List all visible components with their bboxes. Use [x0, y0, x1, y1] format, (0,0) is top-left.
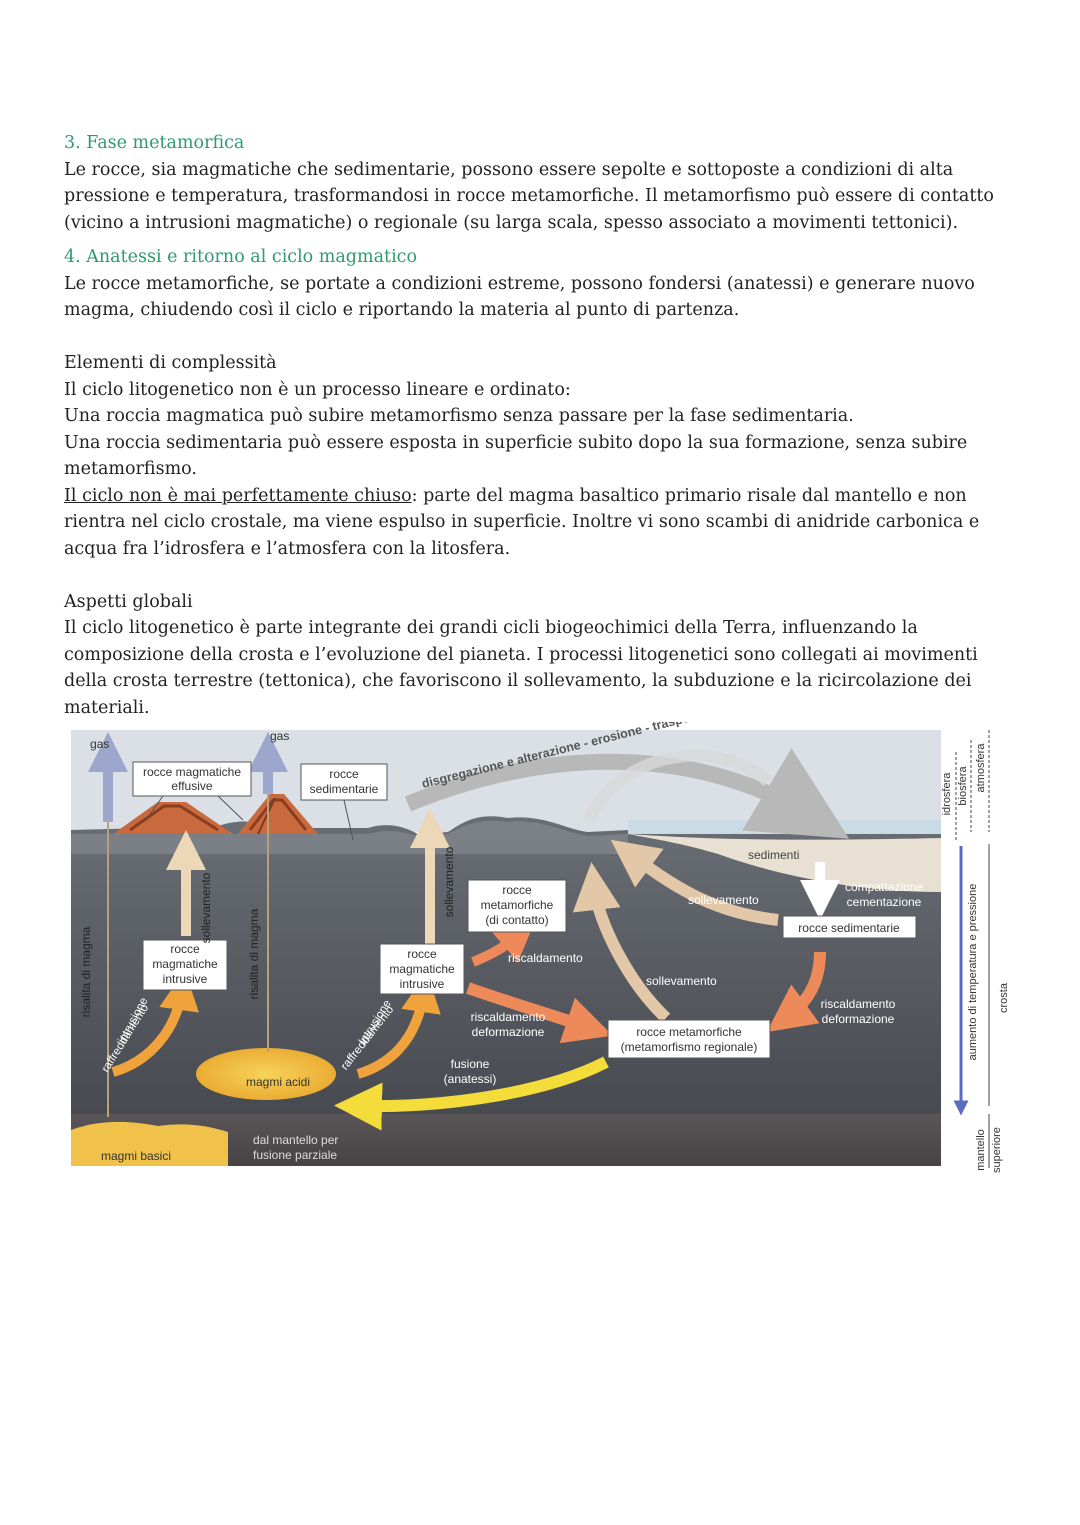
intrusive-mid-label-3: intrusive: [400, 977, 445, 991]
box-sedimentary-top: [300, 763, 388, 801]
contact-label-1: rocce: [502, 883, 532, 897]
complexity-line-2: Una roccia magmatica può subire metamorf…: [64, 406, 854, 426]
uplift-arrow-4: [572, 862, 671, 1023]
fusion-label-2: (anatessi): [444, 1072, 497, 1086]
complexity-rest: : parte del magma basaltico primario ris…: [64, 485, 980, 559]
sedimentary-top-label-2: sedimentarie: [310, 782, 379, 796]
heating-def-2a-label: riscaldamento: [821, 997, 896, 1011]
acid-magma-label: magmi acidi: [246, 1075, 310, 1089]
heating-def-1b-label: deformazione: [472, 1025, 545, 1039]
side-biosfera-label: biosfera: [957, 766, 969, 806]
box-intrusive-mid: [379, 943, 465, 995]
side-crosta-label: crosta: [998, 982, 1010, 1013]
side-atmosfera-label: atmosfera: [975, 743, 987, 793]
effusive-label-1: rocce magmatiche: [143, 765, 241, 779]
gas-label-right: gas: [270, 729, 289, 743]
uplift-arrow-3: [610, 839, 779, 926]
sea: [628, 820, 941, 834]
regional-label-1: rocce metamorfiche: [636, 1025, 742, 1039]
complexity-line-3: Una roccia sedimentaria può essere espos…: [64, 432, 968, 480]
magma-rising-label-1: risalita di magma: [79, 926, 93, 1017]
text-content: 3. Fase metamorfica Le rocce, sia magmat…: [64, 130, 1024, 721]
acid-magma-chamber: [196, 1048, 336, 1100]
sedimentary-rocks-label: rocce sedimentarie: [798, 921, 900, 935]
box-sedimentary-rocks: [782, 915, 917, 939]
global-title: Aspetti globali: [64, 591, 193, 612]
global-body: Il ciclo litogenetico è parte integrante…: [64, 618, 978, 718]
complexity-line-1: Il ciclo litogenetico non è un processo …: [64, 379, 571, 400]
heating-def-1a-label: riscaldamento: [471, 1010, 546, 1024]
volcano-right: [238, 794, 318, 834]
heating-def-2b-label: deformazione: [822, 1012, 895, 1026]
section-3-body: Le rocce, sia magmatiche che sedimentari…: [64, 159, 994, 233]
basic-magma-chamber: [71, 1121, 228, 1166]
contact-label-3: (di contatto): [485, 913, 548, 927]
volcano-left: [113, 802, 233, 834]
gas-label-left: gas: [90, 737, 109, 751]
complexity-paragraph: Il ciclo non è mai perfettamente chiuso:…: [64, 483, 1024, 563]
fusion-label-1: fusione: [451, 1057, 490, 1071]
surface-band: [71, 820, 628, 854]
section-4-body: Le rocce metamorfiche, se portate a cond…: [64, 273, 975, 321]
uplift-label-4: sollevamento: [646, 974, 717, 988]
fusion-arrow: [334, 1056, 609, 1131]
heating-deformation-arrow-2: [766, 951, 826, 1033]
box-contact-metamorphic: [467, 879, 567, 933]
contact-label-2: metamorfiche: [481, 898, 554, 912]
effusive-label-2: effusive: [171, 779, 212, 793]
complexity-underlined: Il ciclo non è mai perfettamente chiuso: [64, 485, 412, 506]
side-gradient-label: aumento di temperatura e pressione: [967, 884, 979, 1061]
intrusive-mid-label-1: rocce: [407, 947, 437, 961]
complexity-title: Elementi di complessità: [64, 353, 277, 373]
uplift-label-2: sollevamento: [442, 846, 456, 917]
rock-cycle-diagram: gas gas rocce magmatiche effusive rocce …: [71, 722, 1010, 1173]
intrusion-arrow-1: [111, 970, 199, 1077]
section-3-title: 3. Fase metamorfica: [64, 133, 245, 153]
box-intrusive-left: [142, 939, 228, 991]
heating-arrow: [471, 920, 536, 967]
compaction-label-2: cementazione: [847, 895, 922, 909]
mantle-label-1: dal mantello per: [253, 1133, 338, 1147]
uplift-label-1: sollevamento: [199, 872, 213, 943]
magma-rising-label-2: risalita di magma: [247, 908, 261, 999]
heating-label: riscaldamento: [508, 951, 583, 965]
box-effusive: [132, 761, 252, 797]
surface-process-arrow: [404, 748, 850, 839]
intrusive-left-label-1: rocce: [170, 942, 200, 956]
section-4-title: 4. Anatessi e ritorno al ciclo magmatico: [64, 247, 418, 267]
side-idrosfera-label: idrosfera: [941, 772, 953, 816]
box-regional-metamorphic: [607, 1019, 771, 1059]
side-mantello-label-1: mantello: [975, 1129, 987, 1171]
side-mantello-label-2: superiore: [991, 1127, 1003, 1173]
heating-deformation-arrow-1: [466, 982, 613, 1044]
sediments-layer: [628, 834, 941, 892]
intrusion-arrow-2: [356, 972, 441, 1079]
intrusive-mid-label-2: magmatiche: [389, 962, 455, 976]
compaction-label-1: compattazione: [845, 880, 923, 894]
basic-magma-label: magmi basici: [101, 1149, 171, 1163]
regional-label-2: (metamorfismo regionale): [621, 1040, 758, 1054]
mantle-label-2: fusione parziale: [253, 1148, 337, 1162]
uplift-label-3: sollevamento: [688, 893, 759, 907]
sedimentary-top-label-1: rocce: [329, 767, 359, 781]
intrusive-left-label-3: intrusive: [163, 972, 208, 986]
intrusive-left-label-2: magmatiche: [152, 957, 218, 971]
sediments-label: sedimenti: [748, 848, 799, 862]
